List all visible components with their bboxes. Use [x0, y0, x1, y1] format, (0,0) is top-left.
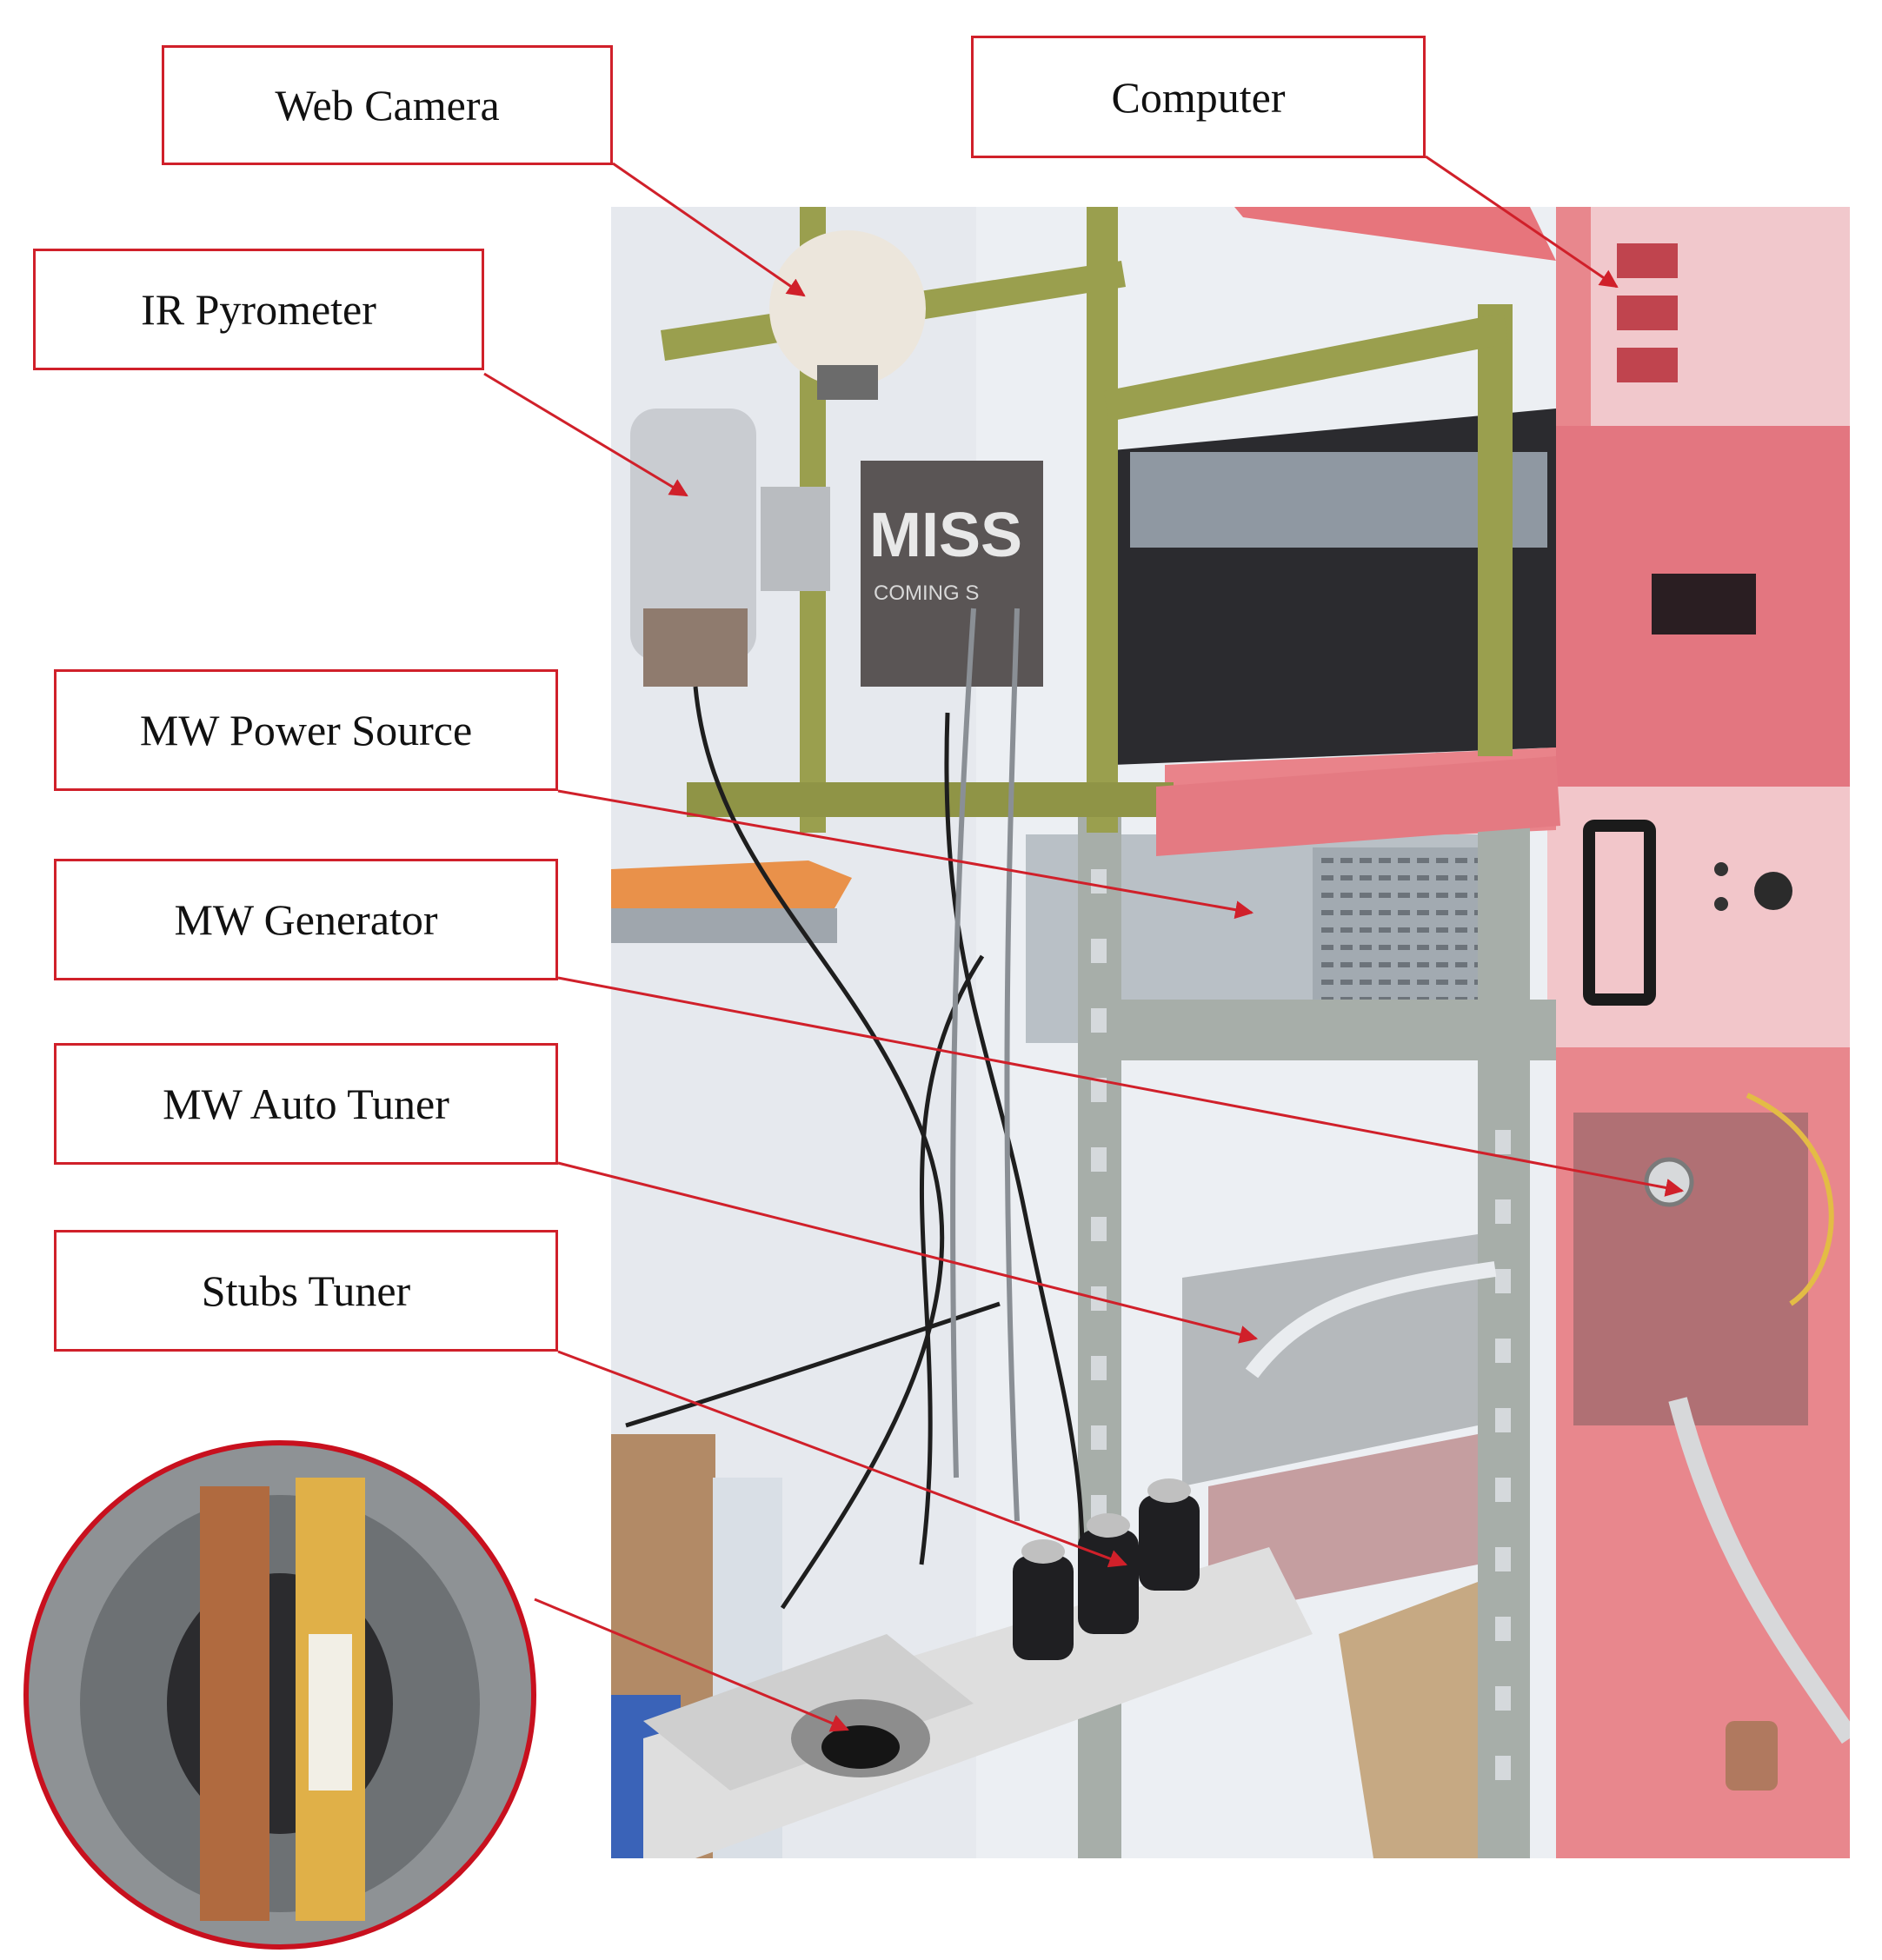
handle [1583, 820, 1656, 1006]
mw-auto-tuner [1182, 1234, 1478, 1486]
rack-upright-right [1478, 782, 1530, 1858]
arrow-computer [1425, 155, 1619, 289]
label-ir-pyrometer: IR Pyrometer [33, 249, 484, 370]
label-stubs-tuner-text: Stubs Tuner [201, 1266, 411, 1315]
label-mw-generator-text: MW Generator [174, 895, 438, 944]
label-mw-power-source: MW Power Source [54, 669, 558, 791]
waveguide [643, 1547, 1313, 1858]
label-ir-pyrometer-text: IR Pyrometer [141, 285, 376, 334]
label-mw-auto-tuner-text: MW Auto Tuner [163, 1080, 449, 1128]
arrow-mw-auto-tuner [557, 1161, 1259, 1344]
mw-generator [1573, 1113, 1808, 1425]
label-computer-text: Computer [1111, 72, 1286, 122]
label-web-camera: Web Camera [162, 45, 613, 165]
label-mw-generator: MW Generator [54, 859, 558, 980]
arrow-ir-pyrometer [483, 372, 688, 497]
inset-closeup [26, 1443, 534, 1947]
main-photo: MISS COMING S [611, 207, 1850, 1858]
web-camera-ball [769, 230, 926, 387]
ir-pyrometer-body [630, 409, 756, 661]
callout-arrows [483, 155, 1685, 1732]
label-computer: Computer [971, 36, 1426, 158]
sample-strip-left [200, 1486, 269, 1921]
arrow-mw-power-source [557, 789, 1254, 920]
arrow-inset [534, 1598, 849, 1732]
cables [625, 686, 1085, 1652]
poster-subtitle: COMING S [874, 581, 979, 605]
label-mw-power-source-text: MW Power Source [139, 706, 473, 754]
label-mw-auto-tuner: MW Auto Tuner [54, 1043, 558, 1165]
label-stubs-tuner: Stubs Tuner [54, 1230, 558, 1352]
arrow-stubs-tuner [557, 1350, 1127, 1568]
label-web-camera-text: Web Camera [275, 81, 500, 130]
poster [861, 461, 1043, 687]
arrow-mw-generator [557, 976, 1685, 1197]
poster-title: MISS [869, 501, 1022, 570]
inset-border [23, 1440, 536, 1950]
sensor-frame [661, 207, 1513, 833]
arrow-web-camera [612, 162, 806, 297]
